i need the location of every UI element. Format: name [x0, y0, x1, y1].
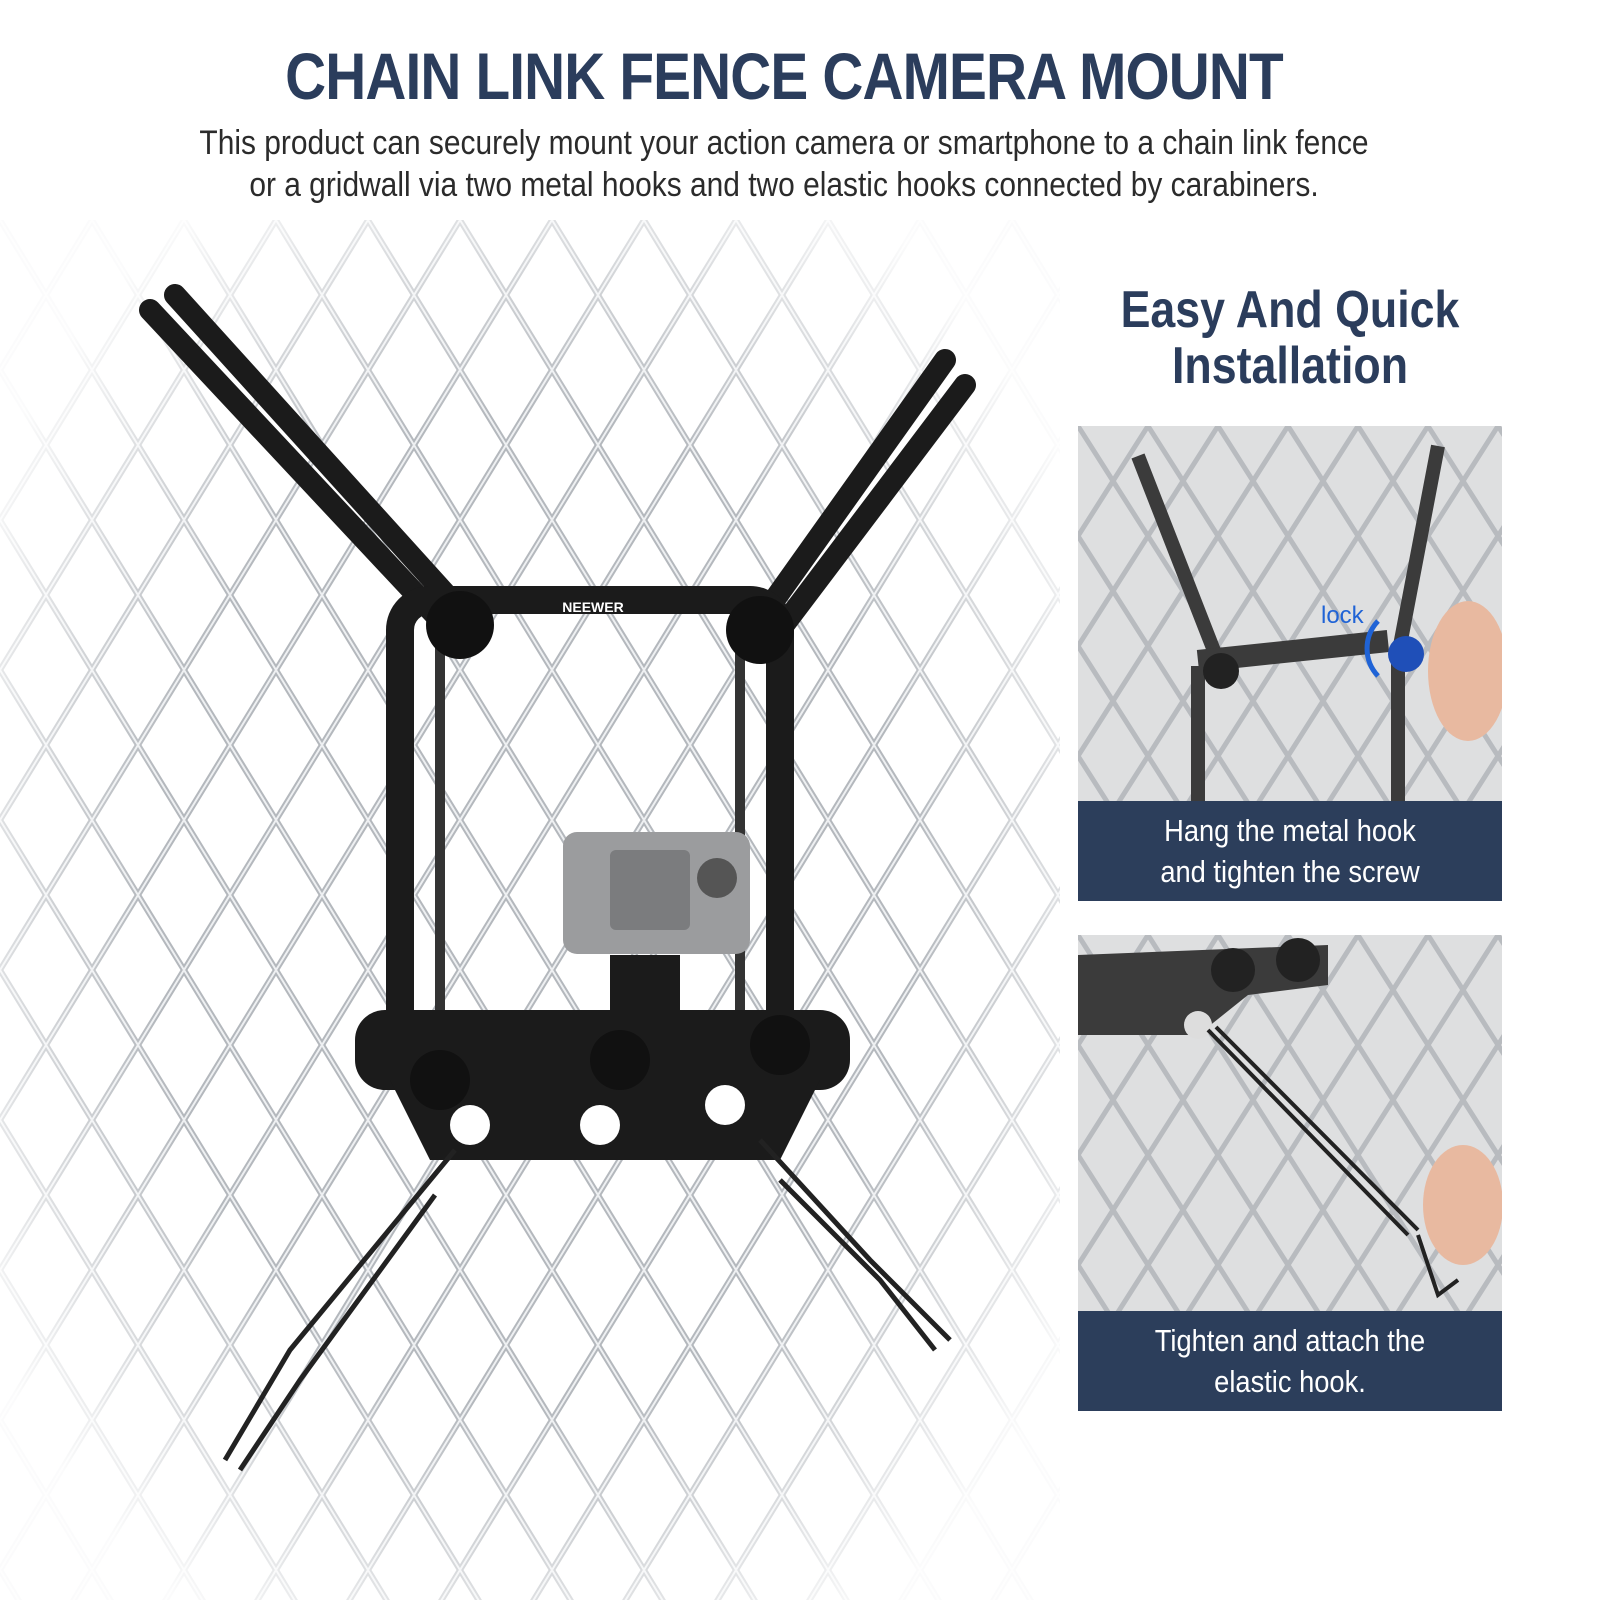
step-1-panel: lock Hang the metal hook and tighten the… [1078, 426, 1502, 901]
section-title-line: Easy And Quick [1120, 281, 1460, 339]
product-image: NEEWER [0, 220, 1060, 1600]
step-2-panel: Tighten and attach the elastic hook. [1078, 935, 1502, 1411]
caption-line: Tighten and attach the [1154, 1323, 1426, 1358]
page-title: CHAIN LINK FENCE CAMERA MOUNT [285, 39, 1284, 113]
section-title-line: Installation [1171, 337, 1409, 395]
section-title: Easy And Quick Installation [1108, 282, 1473, 394]
brand-logo: NEEWER [562, 599, 623, 615]
lock-label: lock [1321, 602, 1364, 629]
action-camera [563, 832, 750, 1015]
subtitle: This product can securely mount your act… [94, 122, 1474, 206]
subtitle-line: or a gridwall via two metal hooks and tw… [249, 166, 1319, 204]
step-1-caption: Hang the metal hook and tighten the scre… [1078, 801, 1502, 901]
subtitle-line: This product can securely mount your act… [199, 124, 1369, 162]
elastic-hook-right [758, 1138, 952, 1352]
caption-line: Hang the metal hook [1164, 813, 1416, 848]
step-2-image [1078, 935, 1502, 1311]
elastic-hook-left [222, 1148, 457, 1472]
step-2-caption: Tighten and attach the elastic hook. [1078, 1311, 1502, 1411]
caption-line: elastic hook. [1214, 1364, 1366, 1399]
step-1-image [1078, 426, 1502, 801]
caption-line: and tighten the screw [1160, 854, 1420, 889]
